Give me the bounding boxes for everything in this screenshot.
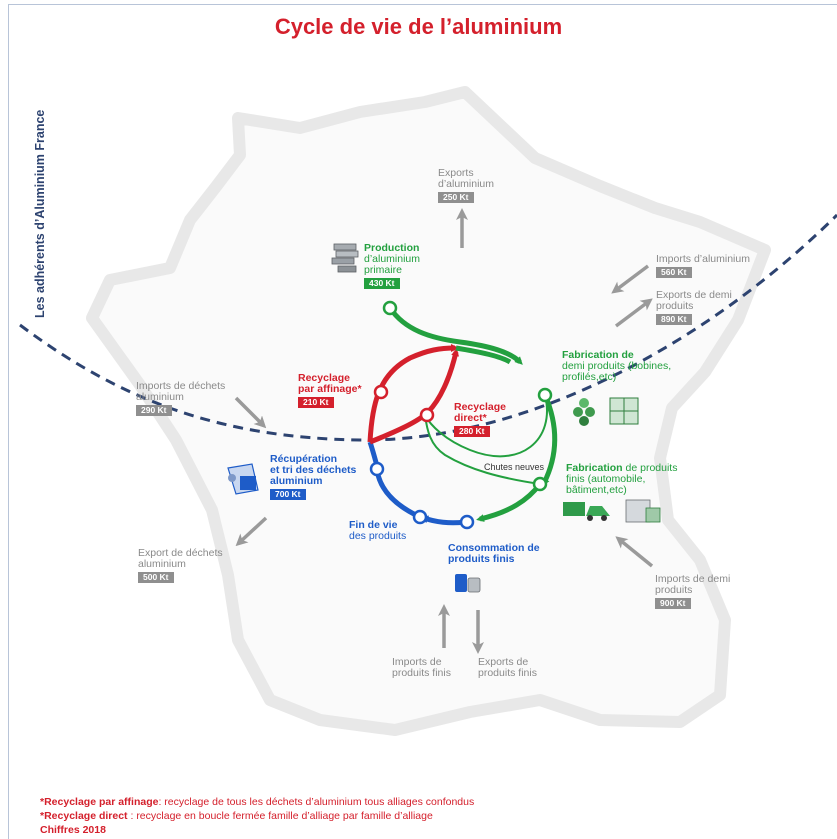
imports-dechets-label2: aluminium xyxy=(136,391,184,403)
recyclage-direct-value-badge: 280 Kt xyxy=(454,426,490,437)
imports-alu-label2: d’aluminium xyxy=(693,253,750,265)
label-imports-finis: Imports de produits finis xyxy=(392,657,451,679)
imports-demi-value-badge: 900 Kt xyxy=(655,598,691,609)
page-frame xyxy=(8,4,837,839)
exports-alu-label: Exports xyxy=(438,167,474,179)
label-exports-alu: Exports d’aluminium 250 Kt xyxy=(438,168,494,203)
production-title: Production xyxy=(364,242,420,254)
label-fab-finis: Fabrication de produits finis (automobil… xyxy=(566,463,706,496)
footnote-affinage-text: : recyclage de tous les déchets d’alumin… xyxy=(158,796,475,808)
node-findevie xyxy=(412,509,428,525)
car-building-icon xyxy=(563,499,661,523)
production-sub: d’aluminium primaire xyxy=(364,253,421,276)
page-title: Cycle de vie de l’aluminium xyxy=(274,14,563,39)
footnote-chiffres-text: Chiffres 2018 xyxy=(40,824,106,836)
label-imports-demi: Imports de demi produits 900 Kt xyxy=(655,574,730,609)
imports-demi-label2: produits xyxy=(655,584,693,596)
label-imports-alu: Imports d’aluminium 560 Kt xyxy=(656,254,750,278)
label-export-dechets: Export de déchets aluminium 500 Kt xyxy=(138,548,223,583)
arrow-imports-alu xyxy=(611,264,650,294)
recyclage-affinage-title: Recyclage xyxy=(298,372,350,384)
recyclage-direct-title: Recyclage xyxy=(454,401,506,413)
exports-finis-label2: produits finis xyxy=(478,667,537,679)
imports-dechets-label: Imports de déchets xyxy=(136,380,226,392)
label-fin-de-vie: Fin de vie des produits xyxy=(349,520,406,542)
aluminium-ingots-icon xyxy=(331,243,359,273)
recuperation-sub: et tri des déchets aluminium xyxy=(270,464,357,487)
exports-demi-label2: produits xyxy=(656,300,694,312)
label-imports-dechets: Imports de déchets aluminium 290 Kt xyxy=(136,381,225,416)
footnote-affinage-term: *Recyclage par affinage xyxy=(40,796,159,808)
label-recuperation: Récupération et tri des déchets aluminiu… xyxy=(270,454,366,500)
side-label-adherents: Les adhérents d’Aluminium France xyxy=(33,109,47,318)
footnote-direct-term: *Recyclage direct xyxy=(40,810,128,822)
export-dechets-value-badge: 500 Kt xyxy=(138,572,174,583)
flow-chutes-neuves-2 xyxy=(424,414,541,485)
coils-profiles-icon xyxy=(573,397,639,426)
flow-recyclage-affinage xyxy=(367,344,459,443)
exports-demi-value-badge: 890 Kt xyxy=(656,314,692,325)
imports-alu-value-badge: 560 Kt xyxy=(656,267,692,278)
export-dechets-label2: aluminium xyxy=(138,558,186,570)
fab-demi-title: Fabrication de xyxy=(562,349,634,361)
recuperation-title: Récupération xyxy=(270,453,338,465)
recyclage-affinage-sub: par affinage* xyxy=(298,383,362,395)
arrow-export-dechets xyxy=(235,516,268,547)
label-exports-finis: Exports de produits finis xyxy=(478,657,537,679)
imports-finis-label2: produits finis xyxy=(392,667,451,679)
label-consommation: Consommation de produits finis xyxy=(448,542,540,565)
exports-alu-label2: d’aluminium xyxy=(438,178,495,190)
label-recyclage-direct: Recyclage direct* 280 Kt xyxy=(454,402,506,437)
node-production xyxy=(382,300,398,316)
recyclage-affinage-value-badge: 210 Kt xyxy=(298,397,334,408)
fin-de-vie-sub: des produits xyxy=(349,530,407,542)
boundary-dashed-curve xyxy=(19,213,837,442)
exports-demi-label: Exports de demi xyxy=(656,289,732,301)
fab-finis-title-rest: de produits xyxy=(625,462,678,474)
label-fab-demi: Fabrication de demi produits (bobines, p… xyxy=(562,350,682,383)
imports-finis-label: Imports de xyxy=(392,656,442,668)
footnote-affinage: *Recyclage par affinage: recyclage de to… xyxy=(40,796,474,808)
imports-dechets-value-badge: 290 Kt xyxy=(136,405,172,416)
flow-chutes-neuves-1 xyxy=(424,394,548,458)
arrow-imports-dechets xyxy=(234,396,267,429)
footnote-direct-text: : recyclage en boucle fermée famille d’a… xyxy=(127,810,433,822)
footnote-chiffres: Chiffres 2018 xyxy=(40,824,106,836)
fin-de-vie-title: Fin de vie xyxy=(349,519,398,531)
recuperation-value-badge: 700 Kt xyxy=(270,489,306,500)
flow-affinage-to-production xyxy=(455,345,512,365)
recyclage-direct-sub: direct* xyxy=(454,412,487,424)
flow-demi-to-finis xyxy=(541,394,558,487)
label-chutes-neuves: Chutes neuves xyxy=(484,462,545,472)
fab-finis-title: Fabrication xyxy=(566,462,623,474)
node-recuperation-1 xyxy=(369,461,385,477)
fab-demi-sub: demi produits (bobines, profilés,etc) xyxy=(562,360,672,383)
exports-alu-value-badge: 250 Kt xyxy=(438,192,474,203)
recycling-bin-icon xyxy=(227,463,259,495)
label-recyclage-affinage: Recyclage par affinage* 210 Kt xyxy=(298,373,362,408)
node-fab-demi xyxy=(537,387,553,403)
imports-alu-label: Imports xyxy=(656,253,692,265)
production-value-badge: 430 Kt xyxy=(364,278,400,289)
footnote-direct: *Recyclage direct : recyclage en boucle … xyxy=(40,810,433,822)
label-production: Production d’aluminium primaire 430 Kt xyxy=(364,243,436,289)
exports-finis-label: Exports de xyxy=(478,656,529,668)
label-exports-demi: Exports de demi produits 890 Kt xyxy=(656,290,732,325)
node-recyclage-direct xyxy=(419,407,435,423)
consumer-products-icon xyxy=(455,574,481,593)
imports-demi-label: Imports de demi xyxy=(655,573,731,585)
node-recyclage-affinage xyxy=(373,384,389,400)
arrow-imports-demi xyxy=(615,536,654,568)
fab-finis-sub: finis (automobile, bâtiment,etc) xyxy=(566,473,646,496)
node-consommation xyxy=(459,514,475,530)
export-dechets-label: Export de déchets xyxy=(138,547,223,559)
node-fab-finis xyxy=(532,476,548,492)
arrow-exports-demi xyxy=(614,298,653,328)
flow-production-to-demi xyxy=(387,306,523,365)
